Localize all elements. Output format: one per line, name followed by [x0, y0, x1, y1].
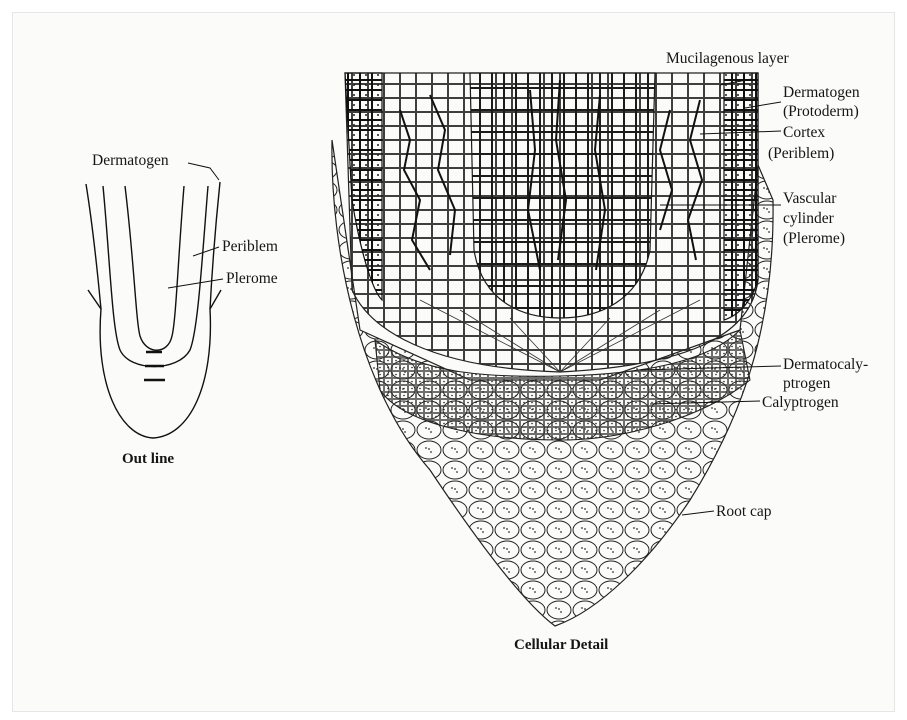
outline-rootcap-boundary: [88, 290, 221, 438]
outline-dermatogen-leader: [188, 163, 219, 180]
outline-plerome-leader: [168, 279, 223, 288]
label-cortex-1: Cortex: [783, 124, 825, 141]
label-outline-dermatogen: Dermatogen: [92, 152, 169, 169]
label-cortex-2: (Periblem): [768, 145, 834, 162]
label-dermatogen-2: (Protoderm): [783, 103, 859, 120]
caption-cellular-detail: Cellular Detail: [514, 637, 608, 654]
label-outline-periblem: Periblem: [222, 238, 278, 255]
label-dermatocaly-1: Dermatocaly-: [783, 356, 868, 373]
label-vascular-1: Vascular: [783, 190, 836, 207]
label-dermatocaly-2: ptrogen: [783, 375, 830, 392]
outline-initials: [144, 352, 165, 380]
leader-rootcap: [682, 511, 714, 515]
label-mucilagenous-layer: Mucilagenous layer: [666, 50, 789, 67]
outline-periblem: [103, 186, 208, 367]
detail-protoderm-right: [724, 73, 758, 320]
label-vascular-2: cylinder: [783, 210, 834, 227]
detail-vascular-cylinder: [470, 73, 655, 318]
outline-dermatogen-right: [210, 182, 220, 309]
caption-outline: Out line: [122, 451, 174, 468]
outline-diagram: [86, 163, 223, 438]
cellular-detail-diagram: [332, 73, 781, 626]
label-outline-plerome: Plerome: [226, 270, 278, 287]
label-root-cap: Root cap: [716, 503, 772, 520]
outline-periblem-leader: [193, 247, 219, 256]
label-dermatogen-1: Dermatogen: [783, 84, 860, 101]
label-vascular-3: (Plerome): [783, 230, 845, 247]
label-calyptrogen: Calyptrogen: [762, 394, 839, 411]
outline-plerome: [125, 186, 184, 350]
